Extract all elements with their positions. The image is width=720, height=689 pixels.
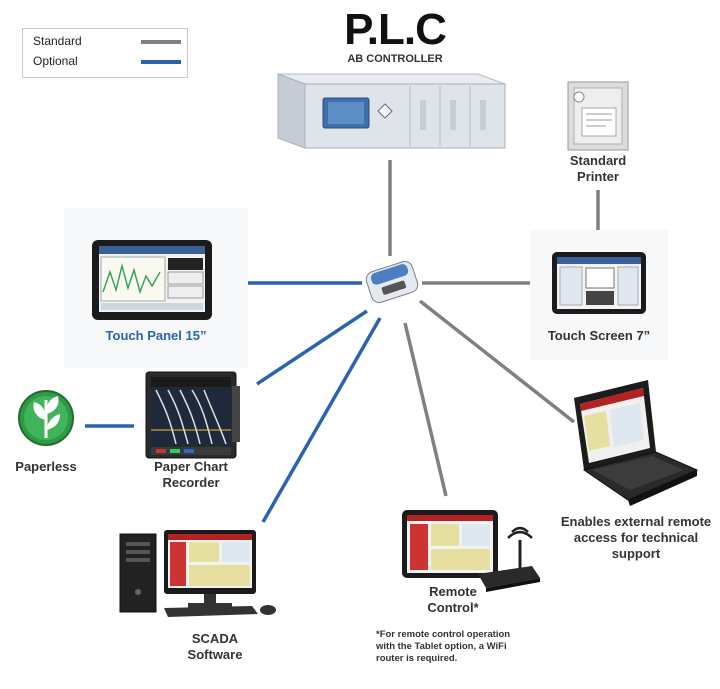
footnote-line-1: *For remote control operation xyxy=(376,629,511,640)
network-hub-icon xyxy=(365,260,419,304)
paperless-leaf-icon xyxy=(18,390,74,446)
label-printer-line-2: Printer xyxy=(577,169,619,184)
remote-tablet-icon xyxy=(402,510,498,578)
footnote-line-2: with the Tablet option, a WiFi xyxy=(376,641,507,652)
label-remote-access-line-2: access for technical xyxy=(573,530,699,545)
legend-label-optional: Optional xyxy=(33,54,78,68)
label-touch-panel-line-1: Touch Panel 15” xyxy=(105,328,207,343)
label-remote-control-line-2: Control* xyxy=(427,600,479,615)
legend-swatch-optional xyxy=(141,60,181,64)
footnote-line-3: router is required. xyxy=(376,653,458,664)
label-remote-control: Remote Control* xyxy=(408,584,498,616)
label-paperless-line-1: Paperless xyxy=(15,459,77,474)
label-remote-access: Enables external remote access for techn… xyxy=(556,514,716,562)
legend-label-standard: Standard xyxy=(33,34,82,48)
diagram-title: P.L.C xyxy=(344,5,447,54)
label-printer-line-1: Standard xyxy=(569,153,627,168)
label-scada: SCADA Software xyxy=(160,631,270,663)
label-remote-control-line-1: Remote xyxy=(429,584,477,599)
label-scada-line-2: Software xyxy=(187,647,243,662)
printer-icon xyxy=(567,81,629,151)
footnote: *For remote control operation with the T… xyxy=(376,629,536,665)
chart-recorder-icon xyxy=(145,371,240,459)
label-touch-panel: Touch Panel 15” xyxy=(86,328,226,344)
label-touch-screen-line-1: Touch Screen 7” xyxy=(547,328,651,343)
label-chart-recorder-line-2: Recorder xyxy=(162,475,220,490)
label-printer: Standard Printer xyxy=(548,153,648,185)
label-paperless: Paperless xyxy=(6,459,86,475)
label-remote-access-line-1: Enables external remote xyxy=(560,514,712,529)
link-remote-control-hub xyxy=(403,322,448,497)
label-chart-recorder: Paper Chart Recorder xyxy=(136,459,246,491)
touch-panel-icon xyxy=(64,208,248,368)
label-touch-screen: Touch Screen 7” xyxy=(534,328,664,344)
touch-screen-icon xyxy=(530,230,668,360)
link-scada-hub xyxy=(261,317,382,523)
link-recorder-hub xyxy=(256,309,368,386)
scada-computer-icon xyxy=(119,530,276,617)
legend-swatch-standard xyxy=(141,40,181,44)
plc-controller-icon xyxy=(277,73,506,149)
wifi-router-icon xyxy=(478,526,540,592)
label-scada-line-1: SCADA xyxy=(191,631,239,646)
label-chart-recorder-line-1: Paper Chart xyxy=(154,459,228,474)
legend: Standard Optional xyxy=(22,28,188,78)
label-remote-access-line-3: support xyxy=(611,546,661,561)
link-remote-access-hub xyxy=(418,299,576,424)
diagram-subtitle: AB CONTROLLER xyxy=(347,53,443,65)
laptop-icon xyxy=(574,380,699,506)
